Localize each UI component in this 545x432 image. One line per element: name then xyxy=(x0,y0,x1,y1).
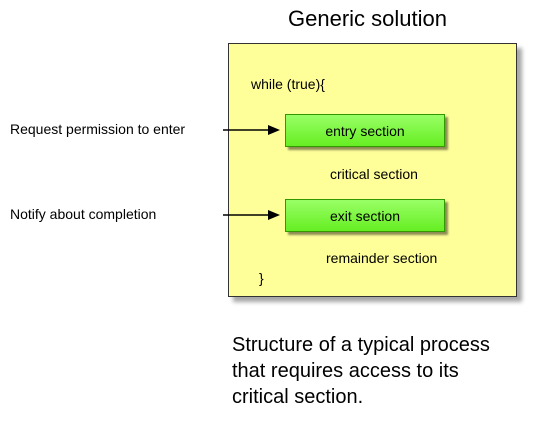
caption-line-1: Structure of a typical process xyxy=(232,334,490,356)
caption-line-3: critical section. xyxy=(232,386,364,408)
exit-section-block: exit section xyxy=(285,199,445,232)
request-permission-label: Request permission to enter xyxy=(10,121,186,137)
notify-completion-label: Notify about completion xyxy=(10,206,157,222)
remainder-section-label: remainder section xyxy=(326,250,438,266)
while-loop-closing-brace: } xyxy=(259,270,264,286)
while-loop-header: while (true){ xyxy=(251,76,325,92)
diagram-title: Generic solution xyxy=(288,6,447,31)
critical-section-label: critical section xyxy=(330,166,418,182)
caption-line-2: that requires access to its xyxy=(232,360,459,382)
entry-section-block: entry section xyxy=(285,114,445,147)
figure-caption: Structure of a typical process that requ… xyxy=(232,332,490,410)
process-structure-box: while (true){ entry section critical sec… xyxy=(228,43,517,297)
